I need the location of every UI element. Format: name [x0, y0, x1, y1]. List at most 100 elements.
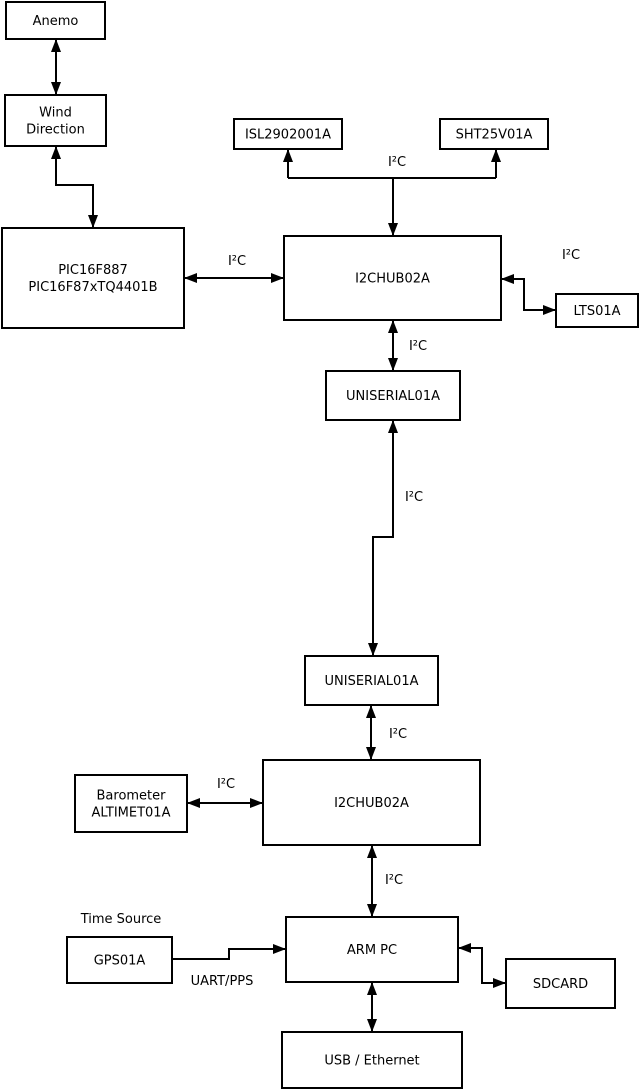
- arrowhead-icon: [367, 845, 377, 858]
- label-i2c-pic-hub1: I²C: [228, 254, 246, 269]
- node-lts-sensor: LTS01A: [555, 293, 639, 328]
- arrowhead-icon: [543, 305, 556, 315]
- edge-wind-direction-pic: [51, 146, 98, 228]
- node-box: [74, 774, 188, 833]
- node-label: LTS01A: [573, 304, 620, 319]
- node-box: [325, 370, 461, 421]
- edge-i2chub1-uniserial1: [388, 320, 398, 371]
- node-usb-ethernet: USB / Ethernet: [281, 1031, 463, 1089]
- node-box: [439, 118, 549, 150]
- edge-i2chub1-sensor-bus: [388, 178, 398, 236]
- arrowhead-icon: [367, 982, 377, 995]
- edge-i2chub1-lts: [501, 274, 556, 315]
- arrowhead-icon: [367, 1019, 377, 1032]
- node-box: [5, 1, 106, 40]
- edge-line: [458, 947, 506, 984]
- arrowhead-icon: [184, 273, 197, 283]
- node-label: UNISERIAL01A: [346, 389, 440, 404]
- edge-sensor-bus-isl: [283, 149, 293, 178]
- arrowhead-icon: [491, 149, 501, 162]
- node-box: [233, 118, 343, 150]
- node-uniserial-2: UNISERIAL01A: [304, 655, 439, 706]
- edge-armpc-usb-ethernet: [367, 982, 377, 1032]
- arrowhead-icon: [271, 273, 284, 283]
- node-arm-pc: ARM PC: [285, 916, 459, 983]
- node-box: [283, 235, 502, 321]
- edge-uniserial1-uniserial2: [368, 420, 398, 656]
- arrowhead-icon: [388, 420, 398, 433]
- node-uniserial-1: UNISERIAL01A: [325, 370, 461, 421]
- node-box: [505, 958, 616, 1009]
- label-i2c-hub1-lts: I²C: [562, 248, 580, 263]
- arrowhead-icon: [51, 82, 61, 95]
- arrowhead-icon: [88, 215, 98, 228]
- edge-gps-armpc: [172, 944, 286, 960]
- node-box: [66, 936, 173, 984]
- edge-line: [55, 146, 94, 228]
- node-box: [555, 293, 639, 328]
- node-box: [285, 916, 459, 983]
- node-anemo: Anemo: [5, 1, 106, 40]
- arrowhead-icon: [367, 904, 377, 917]
- arrowhead-icon: [366, 747, 376, 760]
- arrowhead-icon: [51, 39, 61, 52]
- node-i2c-hub-1: I2CHUB02A: [283, 235, 502, 321]
- edge-line: [372, 420, 394, 656]
- label-i2c-hub2-armpc: I²C: [385, 873, 403, 888]
- node-box: [304, 655, 439, 706]
- label-uart-pps: UART/PPS: [191, 974, 254, 989]
- node-label: ARM PC: [347, 943, 397, 958]
- arrowhead-icon: [458, 943, 471, 953]
- node-label: USB / Ethernet: [324, 1054, 419, 1069]
- node-box: [262, 759, 481, 846]
- arrowhead-icon: [493, 978, 506, 988]
- edge-sensor-bus-sht: [491, 149, 501, 178]
- node-label: ISL2902001A: [245, 128, 331, 143]
- arrowhead-icon: [51, 146, 61, 159]
- arrowhead-icon: [273, 944, 286, 954]
- node-isl-sensor: ISL2902001A: [233, 118, 343, 150]
- arrowhead-icon: [187, 798, 200, 808]
- label-i2c-sensor-bus: I²C: [388, 155, 406, 170]
- edge-line: [501, 278, 556, 311]
- node-sdcard: SDCARD: [505, 958, 616, 1009]
- node-label: I2CHUB02A: [334, 796, 409, 811]
- node-sht-sensor: SHT25V01A: [439, 118, 549, 150]
- arrowhead-icon: [501, 274, 514, 284]
- edge-uniserial2-i2chub2: [366, 705, 376, 760]
- edge-i2chub2-armpc: [367, 845, 377, 917]
- edge-barometer-i2chub2: [187, 798, 263, 808]
- edge-pic-i2chub1: [184, 273, 284, 283]
- arrowhead-icon: [388, 223, 398, 236]
- node-label: Anemo: [33, 14, 79, 29]
- label-i2c-hub1-uniserial1: I²C: [409, 339, 427, 354]
- node-box: [1, 227, 185, 329]
- node-gps: GPS01A: [66, 936, 173, 984]
- label-i2c-barometer-hub2: I²C: [217, 777, 235, 792]
- arrowhead-icon: [250, 798, 263, 808]
- node-label: GPS01A: [94, 954, 146, 969]
- node-label: SHT25V01A: [456, 128, 533, 143]
- node-box: [281, 1031, 463, 1089]
- node-i2c-hub-2: I2CHUB02A: [262, 759, 481, 846]
- label-i2c-uniserial1-uniserial2: I²C: [405, 490, 423, 505]
- edge-line: [172, 948, 286, 960]
- edge-armpc-sdcard: [458, 943, 506, 988]
- node-label: I2CHUB02A: [355, 272, 430, 287]
- arrowhead-icon: [388, 320, 398, 333]
- arrowhead-icon: [368, 643, 378, 656]
- label-time-source: Time Source: [80, 912, 162, 927]
- node-box: [4, 94, 107, 147]
- arrowhead-icon: [366, 705, 376, 718]
- edge-anemo-wind-direction: [51, 39, 61, 95]
- arrowhead-icon: [283, 149, 293, 162]
- node-label: SDCARD: [533, 977, 588, 992]
